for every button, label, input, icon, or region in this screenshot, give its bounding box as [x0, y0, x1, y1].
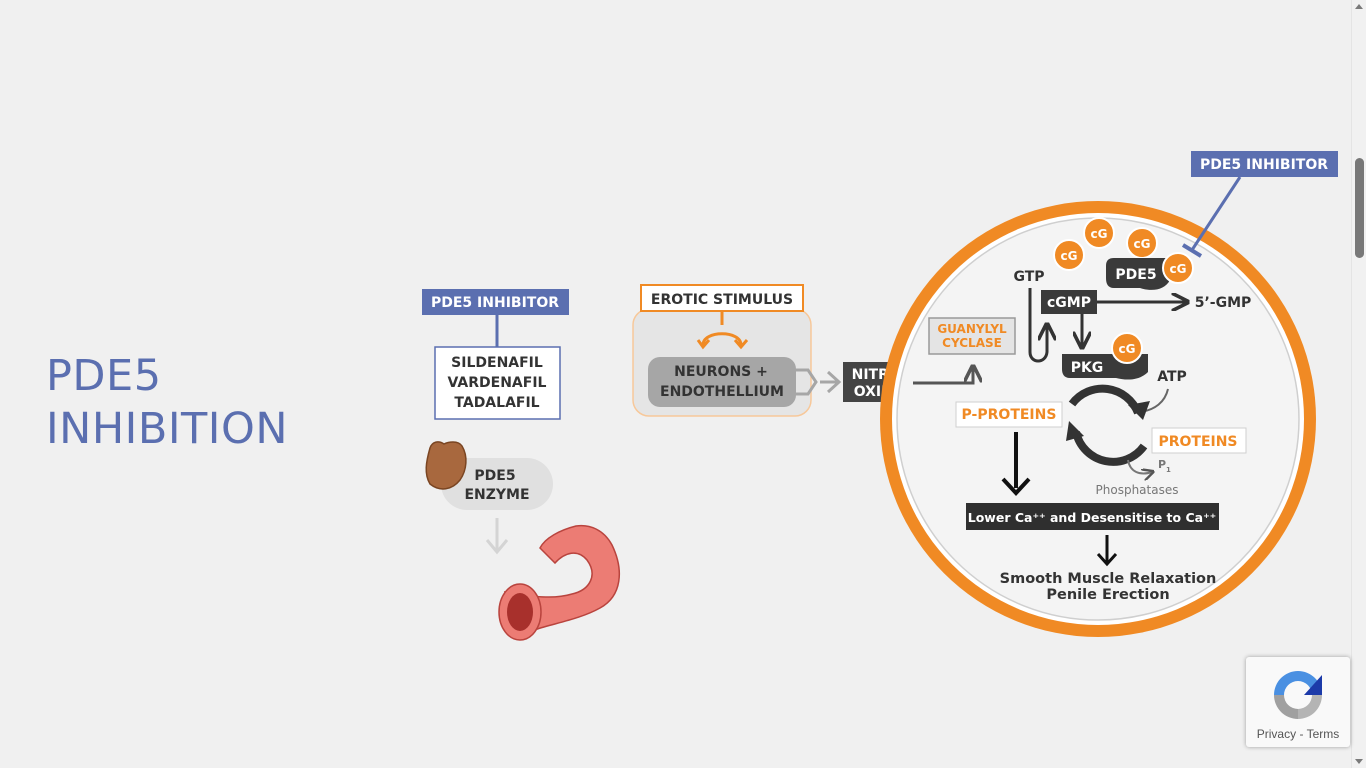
enzyme-label: PDE5	[474, 468, 515, 484]
stimulus-arrows	[696, 311, 749, 350]
cgmp-box	[1041, 290, 1097, 314]
phosphatases-label: Phosphatases	[1096, 483, 1179, 497]
outcome-line: Penile Erection	[1046, 587, 1169, 603]
lower-ca-label: Lower Ca⁺⁺ and Desensitise to Ca⁺⁺	[968, 510, 1217, 525]
gtp-label: GTP	[1013, 269, 1044, 285]
svg-text:cG: cG	[1061, 249, 1078, 263]
pde5-enzyme-shape	[1106, 258, 1170, 290]
inhibitor-badge	[422, 289, 569, 315]
p-proteins-down-arrow-head	[1001, 477, 1031, 496]
ca-down-arrow-head	[1096, 552, 1118, 567]
middle-panel: EROTIC STIMULUS NEURONS + ENDOTHELLIUM N…	[632, 284, 913, 417]
cg-molecule: cG	[1111, 332, 1143, 364]
page-title-line1: PDE5	[46, 351, 162, 401]
neurons-label: ENDOTHELLIUM	[660, 384, 784, 400]
cell-inhibitor-badge	[1191, 151, 1338, 177]
recaptcha-links: Privacy - Terms	[1246, 727, 1350, 741]
cell-inhibitor-label: PDE5 INHIBITOR	[1200, 157, 1328, 173]
pi-arrow	[1127, 459, 1152, 474]
cg-molecule: cG	[1083, 217, 1115, 249]
cgmp-label: cGMP	[1047, 295, 1091, 311]
page-title-line2: INHIBITION	[46, 404, 289, 454]
cg-molecule: cG	[1053, 239, 1085, 271]
terms-link[interactable]: Terms	[1306, 727, 1340, 741]
blood-vessel-icon	[498, 524, 620, 641]
no-to-cyclase-arrow	[913, 368, 973, 385]
inhibitor-line	[1190, 176, 1242, 251]
enzyme-label: ENZYME	[464, 487, 529, 503]
page-title: PDE5 INHIBITION	[46, 350, 376, 456]
gtp-to-cgmp-arrow	[1028, 288, 1047, 363]
pde5-label: PDE5	[1115, 267, 1156, 283]
stimulus-label: EROTIC STIMULUS	[651, 292, 793, 308]
recaptcha-badge[interactable]: Privacy - Terms	[1246, 657, 1350, 747]
cg-molecule: cG	[1126, 227, 1158, 259]
page-scrollbar[interactable]	[1351, 0, 1366, 768]
cg-molecule: cG	[1162, 252, 1194, 284]
neurons-arrow	[820, 370, 842, 394]
pkg-label: PKG	[1071, 360, 1104, 376]
enzyme-pill	[441, 458, 553, 510]
scrollbar-thumb[interactable]	[1355, 158, 1364, 258]
neurons-box	[648, 357, 796, 407]
svg-text:cG: cG	[1134, 237, 1151, 251]
scroll-up-arrow-icon[interactable]	[1355, 4, 1363, 9]
inhibitor-badge-label: PDE5 INHIBITOR	[431, 295, 559, 311]
left-panel: PDE5 INHIBITOR SILDENAFIL VARDENAFIL TAD…	[422, 289, 620, 641]
svg-text:cG: cG	[1119, 342, 1136, 356]
link-separator: -	[1296, 727, 1307, 741]
neurons-connector	[796, 368, 818, 396]
drug-item: TADALAFIL	[454, 395, 539, 411]
enzyme-arrow-head	[485, 539, 509, 555]
proteins-label: PROTEINS	[1158, 434, 1237, 450]
gmp-label: 5’-GMP	[1195, 295, 1252, 311]
pi-label: P	[1158, 458, 1166, 471]
p-proteins-label: P-PROTEINS	[962, 407, 1057, 423]
pi-subscript: 1	[1166, 466, 1171, 474]
guanylyl-cyclase-label: GUANYLYL	[937, 322, 1007, 336]
enzyme-icon	[425, 441, 467, 490]
guanylyl-cyclase-label: CYCLASE	[942, 336, 1002, 350]
drug-list-box	[434, 346, 561, 420]
inhibitor-block	[1181, 243, 1203, 258]
p-proteins-box	[955, 401, 1063, 428]
scroll-down-arrow-icon[interactable]	[1355, 759, 1363, 764]
atp-label: ATP	[1157, 369, 1187, 385]
outcome-line: Smooth Muscle Relaxation	[1000, 571, 1217, 587]
svg-text:cG: cG	[1091, 227, 1108, 241]
stimulus-box	[640, 284, 804, 312]
privacy-link[interactable]: Privacy	[1256, 727, 1297, 741]
svg-text:cG: cG	[1170, 262, 1187, 276]
neurons-label: NEURONS +	[674, 364, 768, 380]
drug-item: VARDENAFIL	[448, 375, 547, 391]
lower-ca-box	[966, 503, 1219, 530]
proteins-box	[1151, 427, 1247, 454]
phosphorylation-cycle	[1066, 384, 1150, 466]
cell-diagram: PDE5 INHIBITOR cG cG cG PDE5 cG GTP cGMP…	[880, 151, 1338, 637]
guanylyl-cyclase-box	[928, 317, 1016, 355]
drug-item: SILDENAFIL	[451, 355, 543, 371]
recaptcha-logo-icon	[1274, 671, 1322, 719]
